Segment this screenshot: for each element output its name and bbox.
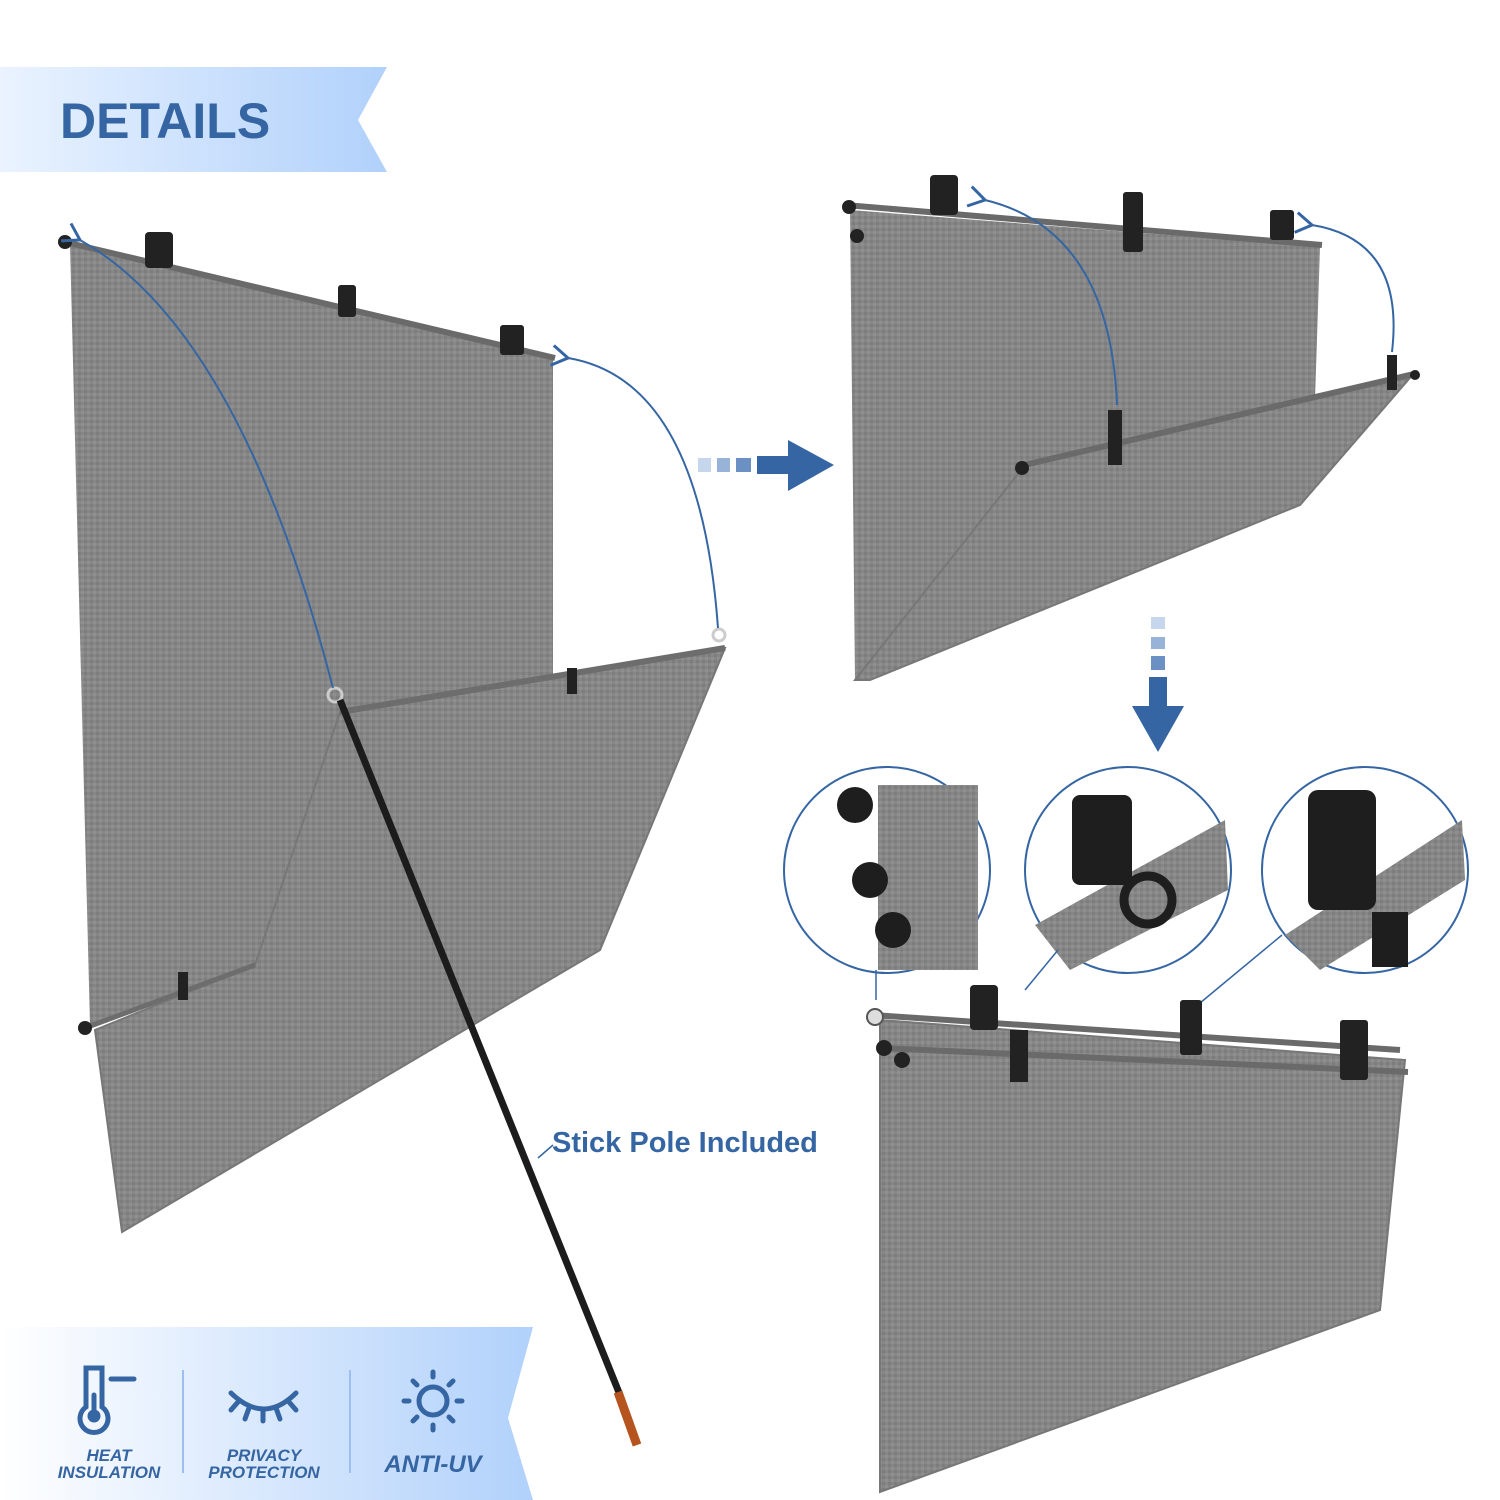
feature-label: PROTECTION — [208, 1463, 320, 1482]
closed-eye-icon — [228, 1390, 299, 1424]
page-title: DETAILS — [60, 93, 270, 149]
stick-pole — [336, 698, 642, 1447]
detail-circle-hook-clip — [1261, 766, 1469, 974]
feature-label: PRIVACY — [227, 1446, 303, 1465]
arrow-right-icon — [698, 440, 834, 491]
folded-shade-illustration — [842, 175, 1420, 681]
feature-label: INSULATION — [58, 1463, 161, 1482]
detail-circle-knobs — [783, 766, 991, 974]
feature-label: ANTI-UV — [383, 1451, 483, 1478]
details-banner: DETAILS — [0, 67, 387, 172]
features-banner: HEAT INSULATION PRIVACY PROTECTION ANTI-… — [0, 1327, 533, 1500]
left-shade-illustration — [58, 222, 727, 1447]
rolled-shade-illustration — [866, 985, 1409, 1494]
feature-label: HEAT — [86, 1446, 133, 1465]
stick-pole-callout: Stick Pole Included — [537, 1127, 818, 1159]
detail-circle-hook-ring — [1024, 766, 1232, 974]
arrow-down-icon — [1132, 617, 1184, 752]
hook-icon — [145, 232, 577, 1000]
thermometer-icon — [77, 1365, 137, 1435]
detail-zoom-circles — [783, 766, 1469, 1004]
stick-pole-label: Stick Pole Included — [552, 1127, 818, 1159]
sun-icon — [401, 1369, 465, 1433]
